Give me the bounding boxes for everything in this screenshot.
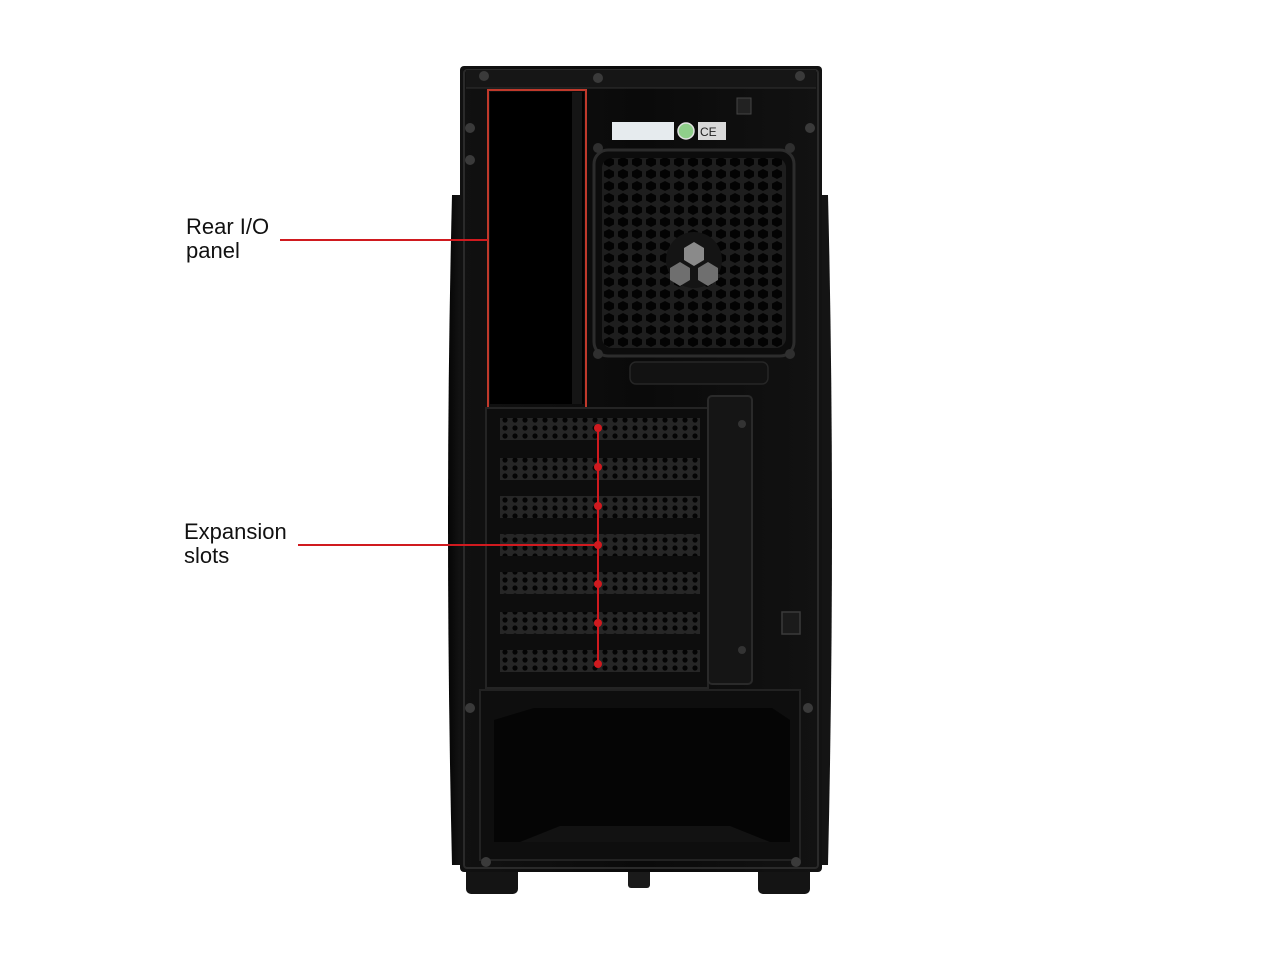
expansion-slots-label: Expansion slots bbox=[184, 520, 287, 568]
callout-dot bbox=[594, 502, 602, 510]
rear-io-label-line2: panel bbox=[186, 238, 240, 263]
rating-label: CE bbox=[612, 97, 752, 140]
rear-io-label-line1: Rear I/O bbox=[186, 214, 270, 239]
psu-bay bbox=[479, 689, 801, 861]
expansion-slots-label-line2: slots bbox=[184, 543, 230, 568]
expansion-slots bbox=[485, 395, 801, 689]
expansion-slots-label-line1: Expansion bbox=[184, 519, 287, 544]
callout-dot bbox=[594, 463, 602, 471]
callout-dot bbox=[594, 424, 602, 432]
callout-dot bbox=[594, 619, 602, 627]
case-screws bbox=[465, 71, 815, 867]
exhaust-fan-grille bbox=[592, 143, 796, 359]
rear-io-label: Rear I/O panel bbox=[186, 215, 269, 263]
svg-text:CE: CE bbox=[700, 125, 717, 139]
callout-dot bbox=[594, 660, 602, 668]
callout-dot bbox=[594, 541, 602, 549]
callout-dot bbox=[594, 580, 602, 588]
expansion-callout-line bbox=[298, 424, 602, 668]
rear-io-panel bbox=[487, 89, 587, 409]
